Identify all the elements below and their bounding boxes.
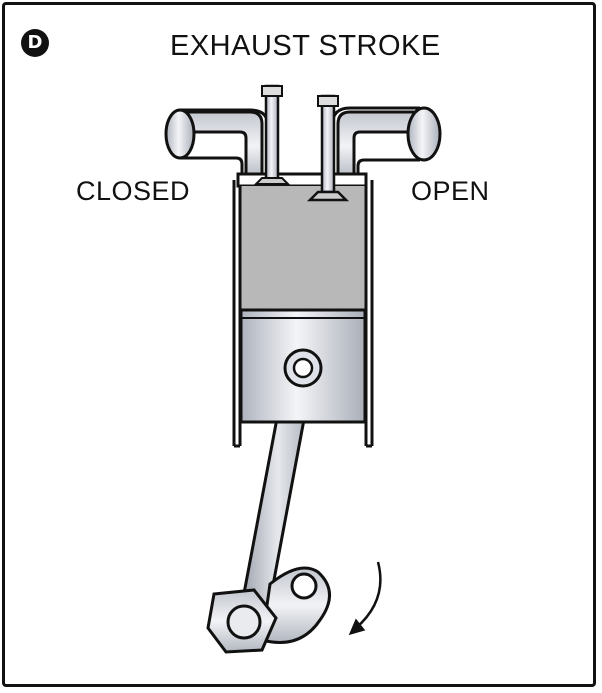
- crankshaft: [206, 566, 331, 654]
- intake-valve-label: CLOSED: [76, 176, 191, 206]
- cylinder: [232, 180, 374, 448]
- piston: [239, 308, 367, 424]
- exhaust-port: [330, 106, 442, 182]
- intake-port: [164, 108, 270, 182]
- figure-title: EXHAUST STROKE: [170, 30, 441, 62]
- exhaust-valve: [306, 94, 350, 202]
- exhaust-valve-label: OPEN: [411, 176, 490, 206]
- curved-arrow-icon: [348, 561, 382, 636]
- figure-badge: D: [21, 29, 49, 57]
- intake-valve: [253, 84, 291, 186]
